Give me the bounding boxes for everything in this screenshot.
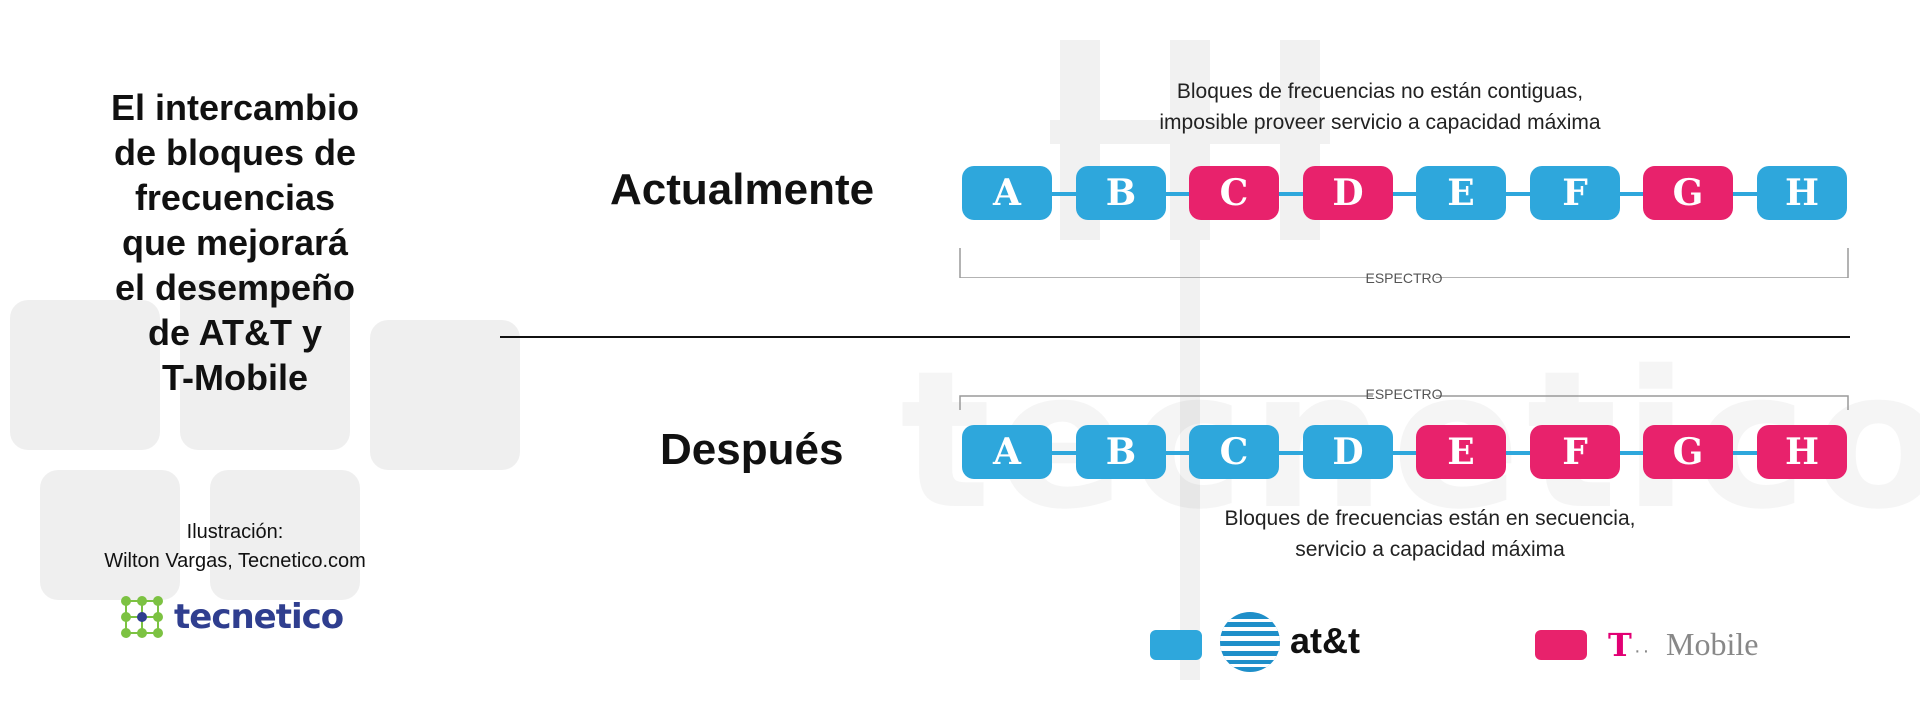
title-line: el desempeño <box>114 267 356 308</box>
current-spectrum-label: ESPECTRO <box>1365 270 1443 286</box>
current-block-h: H <box>1757 166 1847 220</box>
background-toy-blocks <box>10 280 520 600</box>
title-line: de bloques de <box>113 132 357 173</box>
after-block-e: E <box>1416 425 1506 479</box>
after-block-a: A <box>962 425 1052 479</box>
after-block-g: G <box>1643 425 1733 479</box>
current-block-a: A <box>962 166 1052 220</box>
current-block-b: B <box>1076 166 1166 220</box>
legend-tmobile-swatch <box>1535 630 1587 660</box>
after-block-h: H <box>1757 425 1847 479</box>
title-line: de AT&T y <box>147 312 322 353</box>
after-block-b: B <box>1076 425 1166 479</box>
current-block-g: G <box>1643 166 1733 220</box>
current-block-e: E <box>1416 166 1506 220</box>
after-connector-line <box>992 451 1817 455</box>
credit-label: Ilustración: <box>186 521 284 543</box>
tmobile-t-logo: T <box>1608 626 1632 664</box>
current-connector-line <box>992 192 1817 196</box>
section-divider <box>500 336 1850 338</box>
current-block-c: C <box>1189 166 1279 220</box>
after-caption: Bloques de frecuencias están en secuenci… <box>1150 503 1710 565</box>
current-spectrum: ESPECTRO <box>958 248 1850 286</box>
after-spectrum: ESPECTRO <box>958 380 1850 410</box>
after-caption-line2: servicio a capacidad máxima <box>1295 538 1565 561</box>
att-globe-icon <box>1220 612 1280 672</box>
current-caption-line2: imposible proveer servicio a capacidad m… <box>1159 111 1601 134</box>
after-spectrum-bracket <box>959 395 1849 410</box>
after-block-f: F <box>1530 425 1620 479</box>
current-block-f: F <box>1530 166 1620 220</box>
after-block-c: C <box>1189 425 1279 479</box>
legend-tmobile-label: Mobile <box>1666 626 1759 662</box>
legend-att-label: at&t <box>1290 620 1360 661</box>
tecnetico-logo-text: tecnetico <box>174 597 344 637</box>
tmobile-dots: ·· <box>1634 640 1652 662</box>
title-line: T-Mobile <box>162 357 308 398</box>
current-caption: Bloques de frecuencias no están contigua… <box>1100 76 1660 138</box>
tecnetico-logo-icon <box>121 596 163 638</box>
title-line: frecuencias <box>134 177 336 218</box>
credit-author: Wilton Vargas, Tecnetico.com <box>104 550 366 572</box>
current-label: Actualmente <box>610 165 875 214</box>
after-label: Después <box>660 425 844 474</box>
tecnetico-logo: tecnetico <box>118 592 378 642</box>
illustration-credit: Ilustración: Wilton Vargas, Tecnetico.co… <box>60 518 410 576</box>
legend-att-swatch <box>1150 630 1202 660</box>
current-block-d: D <box>1303 166 1393 220</box>
after-block-d: D <box>1303 425 1393 479</box>
current-caption-line1: Bloques de frecuencias no están contigua… <box>1176 80 1584 103</box>
after-caption-line1: Bloques de frecuencias están en secuenci… <box>1224 507 1636 530</box>
after-spectrum-label: ESPECTRO <box>1365 386 1443 402</box>
title-line: El intercambio <box>110 87 360 128</box>
current-spectrum-bracket <box>959 248 1849 278</box>
title-line: que mejorará <box>121 222 349 263</box>
